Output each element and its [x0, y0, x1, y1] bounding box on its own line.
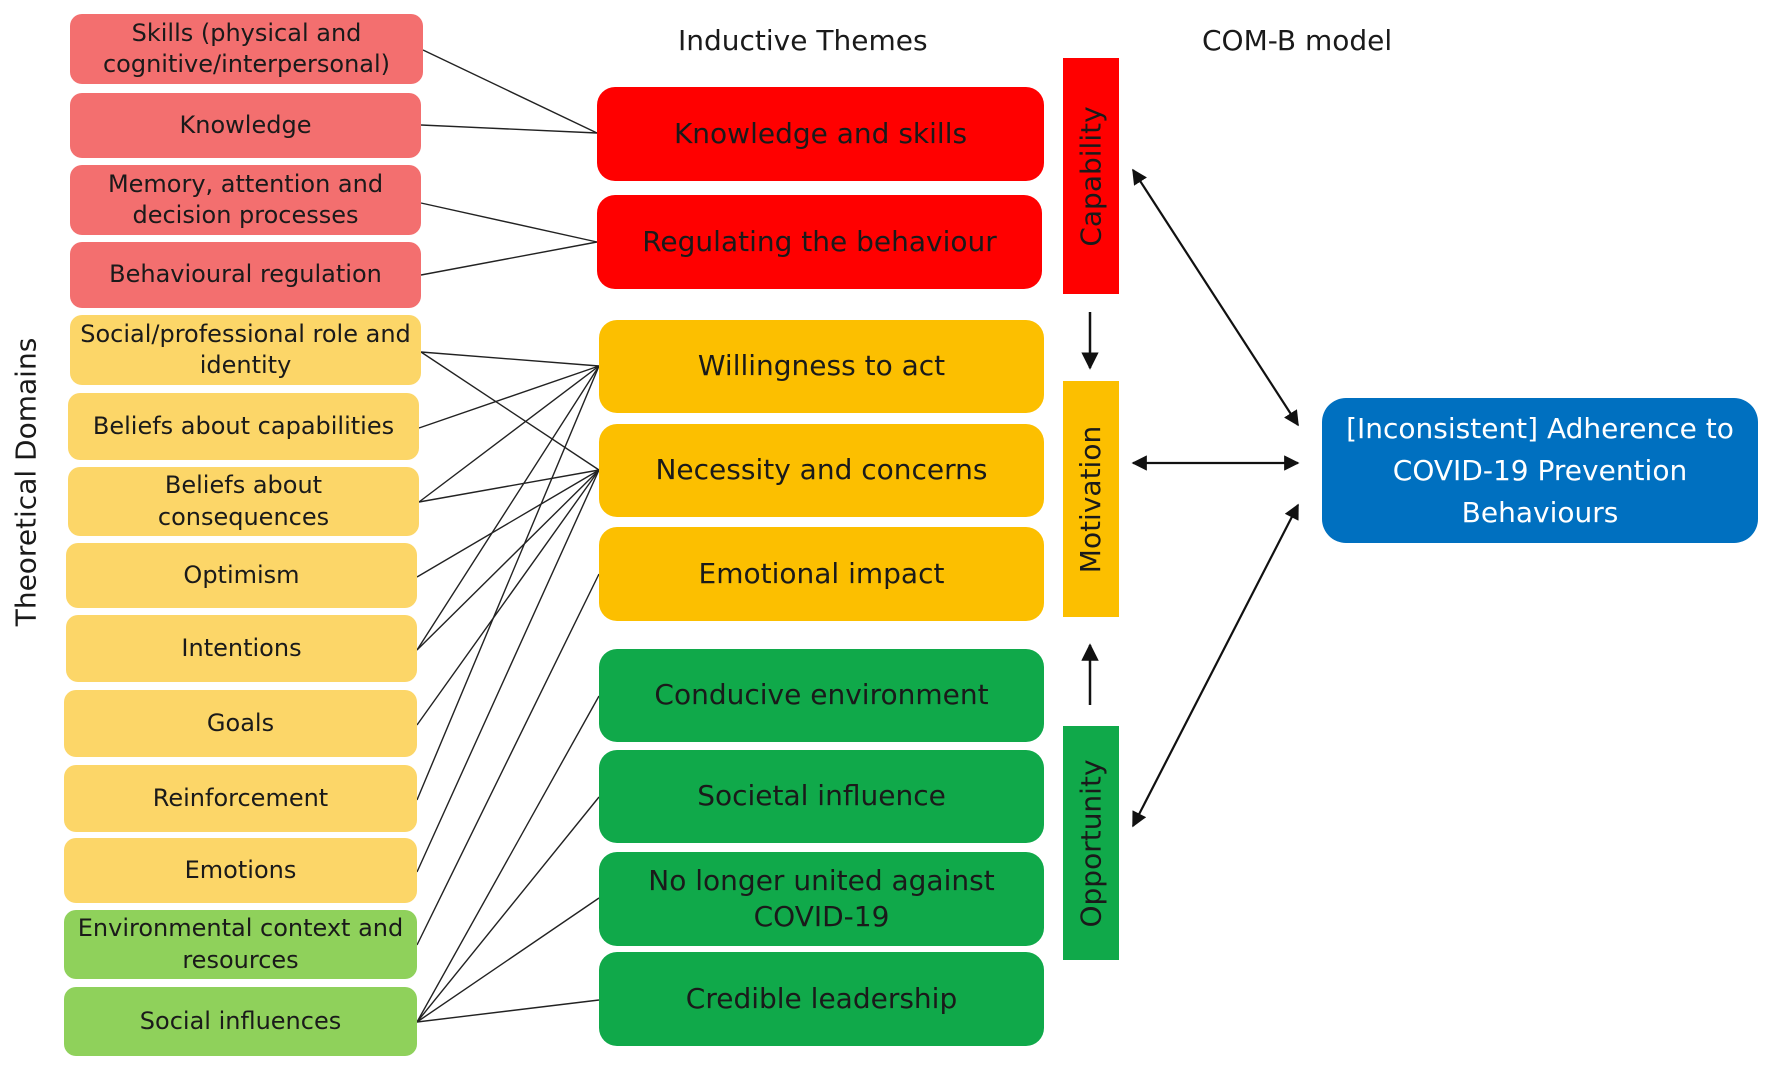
theme-willingness-to-act: Willingness to act: [599, 320, 1044, 413]
domain-theme-link: [416, 365, 600, 651]
domain-theme-link: [416, 897, 600, 1023]
theme-label: Willingness to act: [697, 349, 946, 383]
theme-label: Societal influence: [697, 779, 946, 813]
domain-theme-link: [416, 469, 600, 726]
domain-theme-link: [420, 351, 600, 367]
domain-environmental-context: Environmental context and resources: [64, 910, 417, 979]
domain-label: Memory, attention and decision processes: [107, 169, 384, 229]
com-b-capability-label: Capability: [1074, 105, 1108, 247]
domain-label: Optimism: [183, 560, 300, 589]
domain-theme-link: [416, 469, 600, 873]
domain-behavioural-regulation: Behavioural regulation: [70, 242, 421, 308]
domain-optimism: Optimism: [66, 543, 417, 608]
domain-emotions: Emotions: [64, 838, 417, 903]
domain-label: Intentions: [181, 633, 302, 662]
domain-theme-link: [420, 241, 598, 276]
theme-regulating-the-behaviour: Regulating the behaviour: [597, 195, 1042, 289]
domain-theme-link: [416, 469, 600, 651]
domain-label: Skills (physical and cognitive/interpers…: [102, 18, 391, 78]
domain-label: Beliefs about capabilities: [92, 411, 395, 440]
domain-label: Beliefs about consequences: [157, 471, 330, 531]
domain-beliefs-consequences: Beliefs about consequences: [68, 467, 419, 536]
domain-label: Knowledge: [179, 110, 312, 139]
theme-emotional-impact: Emotional impact: [599, 527, 1044, 621]
com-b-motivation: Motivation: [1063, 381, 1119, 617]
outcome-adherence: [Inconsistent] Adherence to COVID-19 Pre…: [1322, 398, 1758, 543]
opportunity-outcome-arrow: [1132, 503, 1299, 828]
theme-conducive-environment: Conducive environment: [599, 649, 1044, 742]
domain-social-professional-role: Social/professional role and identity: [70, 315, 421, 385]
domain-theme-link: [422, 49, 598, 134]
theoretical-domains-label: Theoretical Domains: [9, 337, 43, 627]
domain-social-influences: Social influences: [64, 987, 417, 1056]
com-b-opportunity: Opportunity: [1063, 726, 1119, 960]
theme-label: Regulating the behaviour: [642, 224, 997, 258]
domain-theme-link: [418, 469, 600, 503]
domain-goals: Goals: [64, 690, 417, 757]
domain-memory-attention-decision: Memory, attention and decision processes: [70, 165, 421, 235]
theme-label: Conducive environment: [654, 678, 989, 712]
outcome-label: [Inconsistent] Adherence to COVID-19 Pre…: [1346, 411, 1734, 529]
domain-reinforcement: Reinforcement: [64, 765, 417, 832]
theme-label: Credible leadership: [685, 981, 958, 1015]
theme-knowledge-and-skills: Knowledge and skills: [597, 87, 1044, 181]
theme-credible-leadership: Credible leadership: [599, 952, 1044, 1046]
com-b-opportunity-label: Opportunity: [1074, 758, 1108, 928]
domain-label: Emotions: [184, 855, 297, 884]
domain-knowledge: Knowledge: [70, 93, 421, 158]
domain-theme-link: [416, 999, 600, 1023]
domain-theme-link: [416, 573, 600, 946]
inductive-themes-heading: Inductive Themes: [678, 24, 928, 57]
domain-label: Social/professional role and identity: [80, 319, 411, 379]
domain-theme-link: [420, 202, 598, 243]
domain-beliefs-capabilities: Beliefs about capabilities: [68, 393, 419, 460]
theme-label: Knowledge and skills: [673, 116, 968, 150]
capability-outcome-arrow: [1132, 168, 1299, 427]
domain-label: Reinforcement: [152, 783, 329, 812]
domain-theme-link: [416, 796, 600, 1023]
domain-theme-link: [416, 365, 600, 801]
theme-label: No longer united against COVID-19: [648, 863, 995, 933]
domain-label: Environmental context and resources: [77, 914, 404, 974]
domain-theme-links: [416, 49, 600, 1023]
theme-no-longer-united: No longer united against COVID-19: [599, 852, 1044, 946]
domain-theme-link: [418, 365, 600, 429]
domain-skills: Skills (physical and cognitive/interpers…: [70, 14, 423, 84]
com-b-motivation-label: Motivation: [1074, 425, 1108, 573]
domain-theme-link: [416, 469, 600, 578]
theme-label: Emotional impact: [698, 556, 945, 590]
com-b-model-heading: COM-B model: [1202, 24, 1393, 57]
theme-societal-influence: Societal influence: [599, 750, 1044, 843]
domain-intentions: Intentions: [66, 615, 417, 682]
domain-label: Behavioural regulation: [109, 260, 382, 289]
theme-necessity-and-concerns: Necessity and concerns: [599, 424, 1044, 517]
com-b-capability: Capability: [1063, 58, 1119, 294]
domain-theme-link: [420, 124, 598, 134]
domain-label: Social influences: [139, 1006, 342, 1035]
theme-label: Necessity and concerns: [655, 453, 988, 487]
domain-theme-link: [416, 695, 600, 1023]
domain-theme-link: [420, 351, 600, 471]
domain-theme-link: [418, 365, 600, 503]
domain-label: Goals: [206, 708, 275, 737]
